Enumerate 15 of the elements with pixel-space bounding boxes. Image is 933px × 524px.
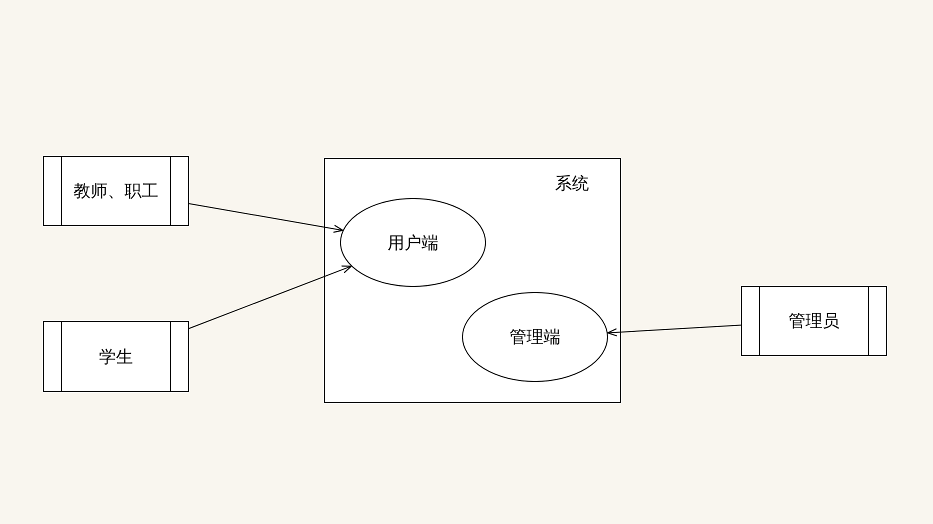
use-case-ellipse bbox=[340, 198, 486, 287]
actor-label: 教师、职工 bbox=[74, 180, 158, 202]
actor-box bbox=[43, 321, 189, 392]
arrow bbox=[607, 324, 742, 336]
actor-box bbox=[741, 286, 887, 356]
use-case-ellipse bbox=[462, 292, 608, 382]
use-case-label: 用户端 bbox=[388, 232, 438, 254]
system-title: 系统 bbox=[555, 173, 589, 195]
system-boundary bbox=[324, 158, 621, 403]
arrow bbox=[188, 266, 352, 329]
actor-box bbox=[43, 156, 189, 226]
actor-label: 管理员 bbox=[788, 310, 840, 332]
actor-label: 学生 bbox=[99, 346, 133, 368]
use-case-label: 管理端 bbox=[510, 326, 560, 348]
arrow bbox=[188, 203, 344, 233]
